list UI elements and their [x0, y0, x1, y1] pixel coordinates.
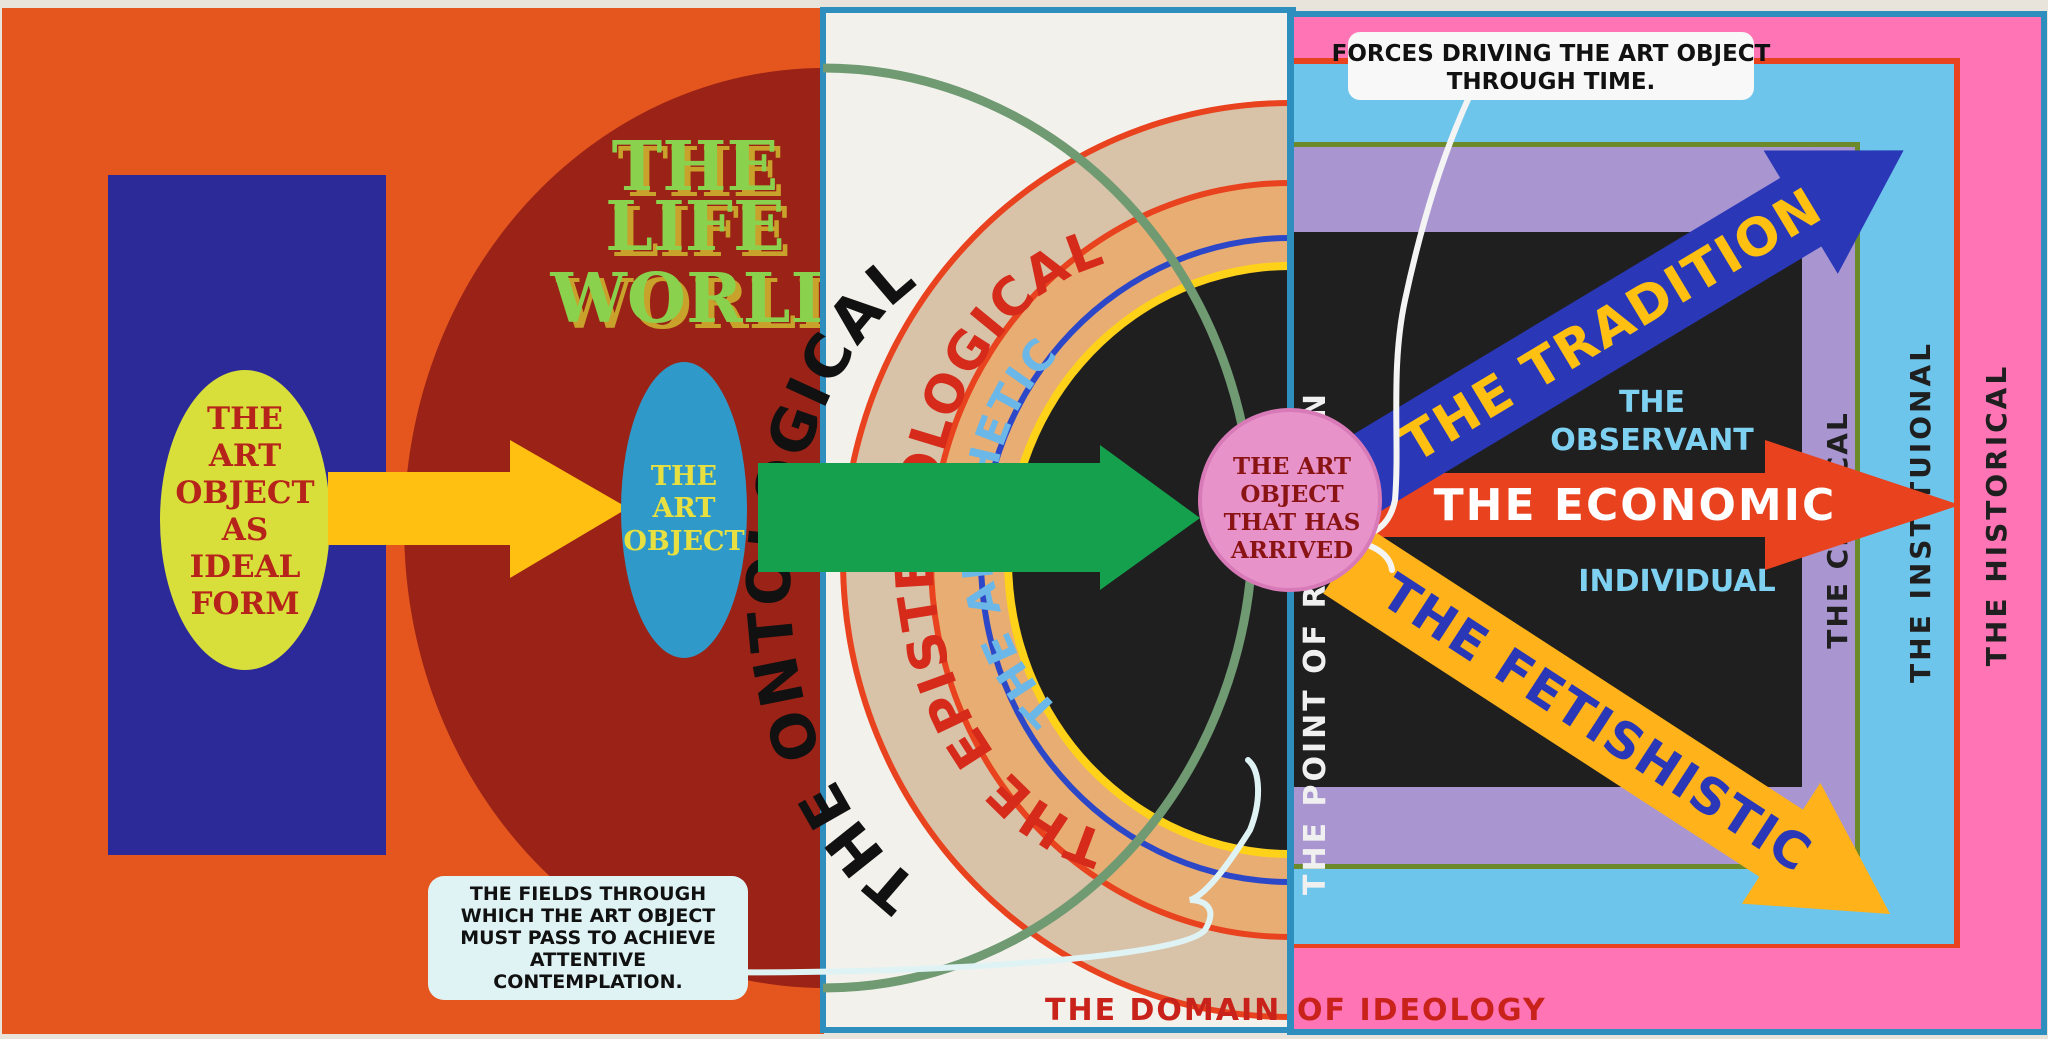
ideal-form-label: THE ART OBJECT AS IDEAL FORM — [175, 401, 314, 622]
green-arrow — [758, 445, 1200, 590]
fields-caption: THE FIELDS THROUGH WHICH THE ART OBJECT … — [460, 883, 716, 993]
life-world-line: WORLD — [550, 259, 850, 339]
observant-line: INDIVIDUAL — [1578, 564, 1775, 599]
economic-label: THE ECONOMIC — [1434, 480, 1837, 531]
forces-caption-line: THROUGH TIME. — [1447, 69, 1656, 95]
observant-line: OBSERVANT — [1550, 423, 1754, 458]
life-world-line: THE — [612, 127, 779, 207]
arrival-node: THE ART OBJECT THAT HAS ARRIVED — [1198, 408, 1382, 592]
art-object-label: THE ART OBJECT — [623, 461, 744, 557]
fields-caption-line: THE FIELDS THROUGH — [470, 883, 706, 905]
fields-caption-line: CONTEMPLATION. — [493, 971, 682, 993]
fields-caption-line: ATTENTIVE — [530, 949, 646, 971]
arrived-line: THE ART — [1233, 453, 1351, 480]
historical-label: THE HISTORICAL — [1980, 364, 2013, 666]
ideal-form-ellipse — [160, 370, 330, 670]
life-world-line: LIFE — [605, 187, 785, 267]
observant-line: THE — [1619, 385, 1685, 420]
ideal-form-line: THE — [207, 401, 283, 437]
domain-text-red: THE DOMAIN — [1045, 993, 1281, 1028]
arrived-line: OBJECT — [1240, 481, 1343, 508]
forces-caption: FORCES DRIVING THE ART OBJECT THROUGH TI… — [1332, 41, 1771, 95]
observant-individual-label: THE OBSERVANT INDIVIDUAL — [1550, 385, 1775, 599]
ideal-form-line: FORM — [190, 586, 299, 622]
forces-caption-line: FORCES DRIVING THE ART OBJECT — [1332, 41, 1771, 67]
fetishistic-arrow-shape — [1323, 526, 1891, 915]
fields-caption-line: MUST PASS TO ACHIEVE — [460, 927, 716, 949]
ideal-form-line: IDEAL — [190, 549, 301, 585]
yellow-arrow — [328, 440, 628, 578]
life-world-label: THE LIFE WORLD THE LIFE WORLD — [550, 127, 856, 345]
art-object-line: OBJECT — [623, 526, 744, 557]
fields-caption-group: THE FIELDS THROUGH WHICH THE ART OBJECT … — [428, 757, 1262, 1000]
art-object-line: ART — [651, 493, 715, 524]
economic-arrow — [1305, 440, 1960, 570]
ideal-form-line: OBJECT — [175, 475, 314, 511]
life-world-half-circle — [404, 68, 824, 988]
forces-caption-box — [1348, 32, 1754, 100]
art-object-ellipse — [621, 362, 747, 658]
art-object-line: THE — [651, 461, 717, 492]
ideal-form-line: AS — [221, 512, 268, 548]
fields-pointer-line — [697, 757, 1262, 976]
life-world-shadow: THE — [618, 133, 785, 213]
fields-caption-box — [428, 876, 748, 1000]
life-world-shadow: LIFE — [611, 193, 791, 273]
domain-of-ideology-label: THE DOMAIN OF IDEOLOGY — [1045, 993, 1547, 1028]
fields-caption-line: WHICH THE ART OBJECT — [461, 905, 716, 927]
arrived-line: ARRIVED — [1230, 537, 1353, 564]
arrived-circle — [1198, 408, 1382, 592]
tradition-arrow-shape — [1334, 150, 1904, 515]
left-panel: THE ART OBJECT AS IDEAL FORM THE ART OBJ… — [2, 8, 855, 1034]
arrived-label: THE ART OBJECT THAT HAS ARRIVED — [1224, 453, 1361, 564]
ideal-form-line: ART — [208, 438, 281, 474]
life-world-shadow: WORLD — [556, 265, 856, 345]
domain-text-rest: OF IDEOLOGY — [1297, 993, 1547, 1028]
right-panel: THE POINT OF RECEPTION THE CRITICAL THE … — [1287, 11, 2047, 1035]
arrived-line: THAT HAS — [1224, 509, 1361, 536]
